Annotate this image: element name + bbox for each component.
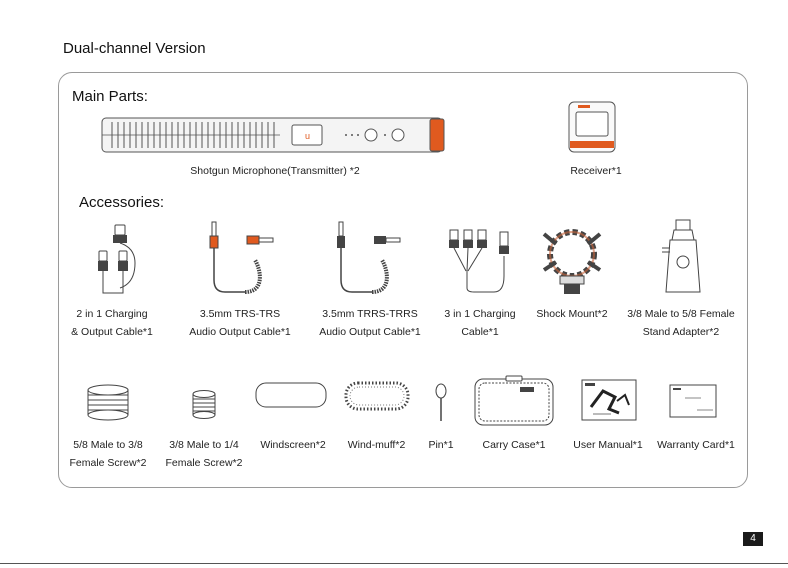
page-number: 4 (743, 532, 763, 546)
svg-text:u: u (305, 131, 310, 141)
accessory-label-4a: 3 in 1 Charging (444, 308, 516, 320)
screw-5-8-to-3-8-image (87, 384, 129, 421)
accessory-label-7a: 5/8 Male to 3/8 (73, 439, 143, 451)
accessory-label-14a: Warranty Card*1 (657, 439, 735, 451)
three-in-one-cable-image (449, 229, 509, 293)
wind-muff-image (344, 381, 410, 411)
trrs-cable-image (337, 221, 401, 294)
main-parts-heading: Main Parts: (72, 88, 148, 105)
accessory-label-11a: Pin*1 (428, 439, 454, 451)
bottom-rule (0, 563, 788, 564)
stand-adapter-image (662, 219, 701, 293)
accessory-label-2a: 3.5mm TRS-TRS (199, 308, 281, 320)
shock-mount-image (542, 229, 602, 294)
shotgun-microphone-label: Shotgun Microphone(Transmitter) *2 (190, 165, 360, 177)
page-title: Dual-channel Version (63, 40, 206, 57)
accessory-label-2b: Audio Output Cable*1 (189, 326, 291, 338)
charging-output-cable-image (98, 224, 136, 294)
accessory-label-9a: Windscreen*2 (260, 439, 326, 451)
accessory-label-1b: & Output Cable*1 (71, 326, 153, 338)
pin-image (435, 383, 447, 421)
accessory-label-3b: Audio Output Cable*1 (319, 326, 421, 338)
carry-case-image (474, 375, 554, 426)
accessory-label-6a: 3/8 Male to 5/8 Female (627, 308, 735, 320)
contents-panel (58, 72, 748, 488)
accessory-label-1a: 2 in 1 Charging (76, 308, 148, 320)
accessory-label-6b: Stand Adapter*2 (642, 326, 720, 338)
receiver-label: Receiver*1 (570, 165, 622, 177)
accessory-label-8a: 3/8 Male to 1/4 (169, 439, 239, 451)
trs-cable-image (209, 221, 274, 294)
accessory-label-5a: Shock Mount*2 (536, 308, 608, 320)
accessory-label-4b: Cable*1 (461, 326, 499, 338)
accessory-label-8b: Female Screw*2 (165, 457, 243, 469)
accessory-label-7b: Female Screw*2 (69, 457, 147, 469)
receiver-image (568, 101, 616, 153)
accessory-label-13a: User Manual*1 (573, 439, 643, 451)
screw-3-8-to-1-4-image (192, 390, 216, 419)
accessory-label-10a: Wind-muff*2 (347, 439, 406, 451)
accessory-label-3a: 3.5mm TRRS-TRRS (322, 308, 418, 320)
user-manual-image (581, 379, 637, 421)
warranty-card-image (669, 384, 717, 418)
accessories-heading: Accessories: (79, 194, 165, 211)
shotgun-microphone-image: u (101, 117, 445, 153)
windscreen-image (255, 382, 327, 408)
accessory-label-12a: Carry Case*1 (482, 439, 546, 451)
